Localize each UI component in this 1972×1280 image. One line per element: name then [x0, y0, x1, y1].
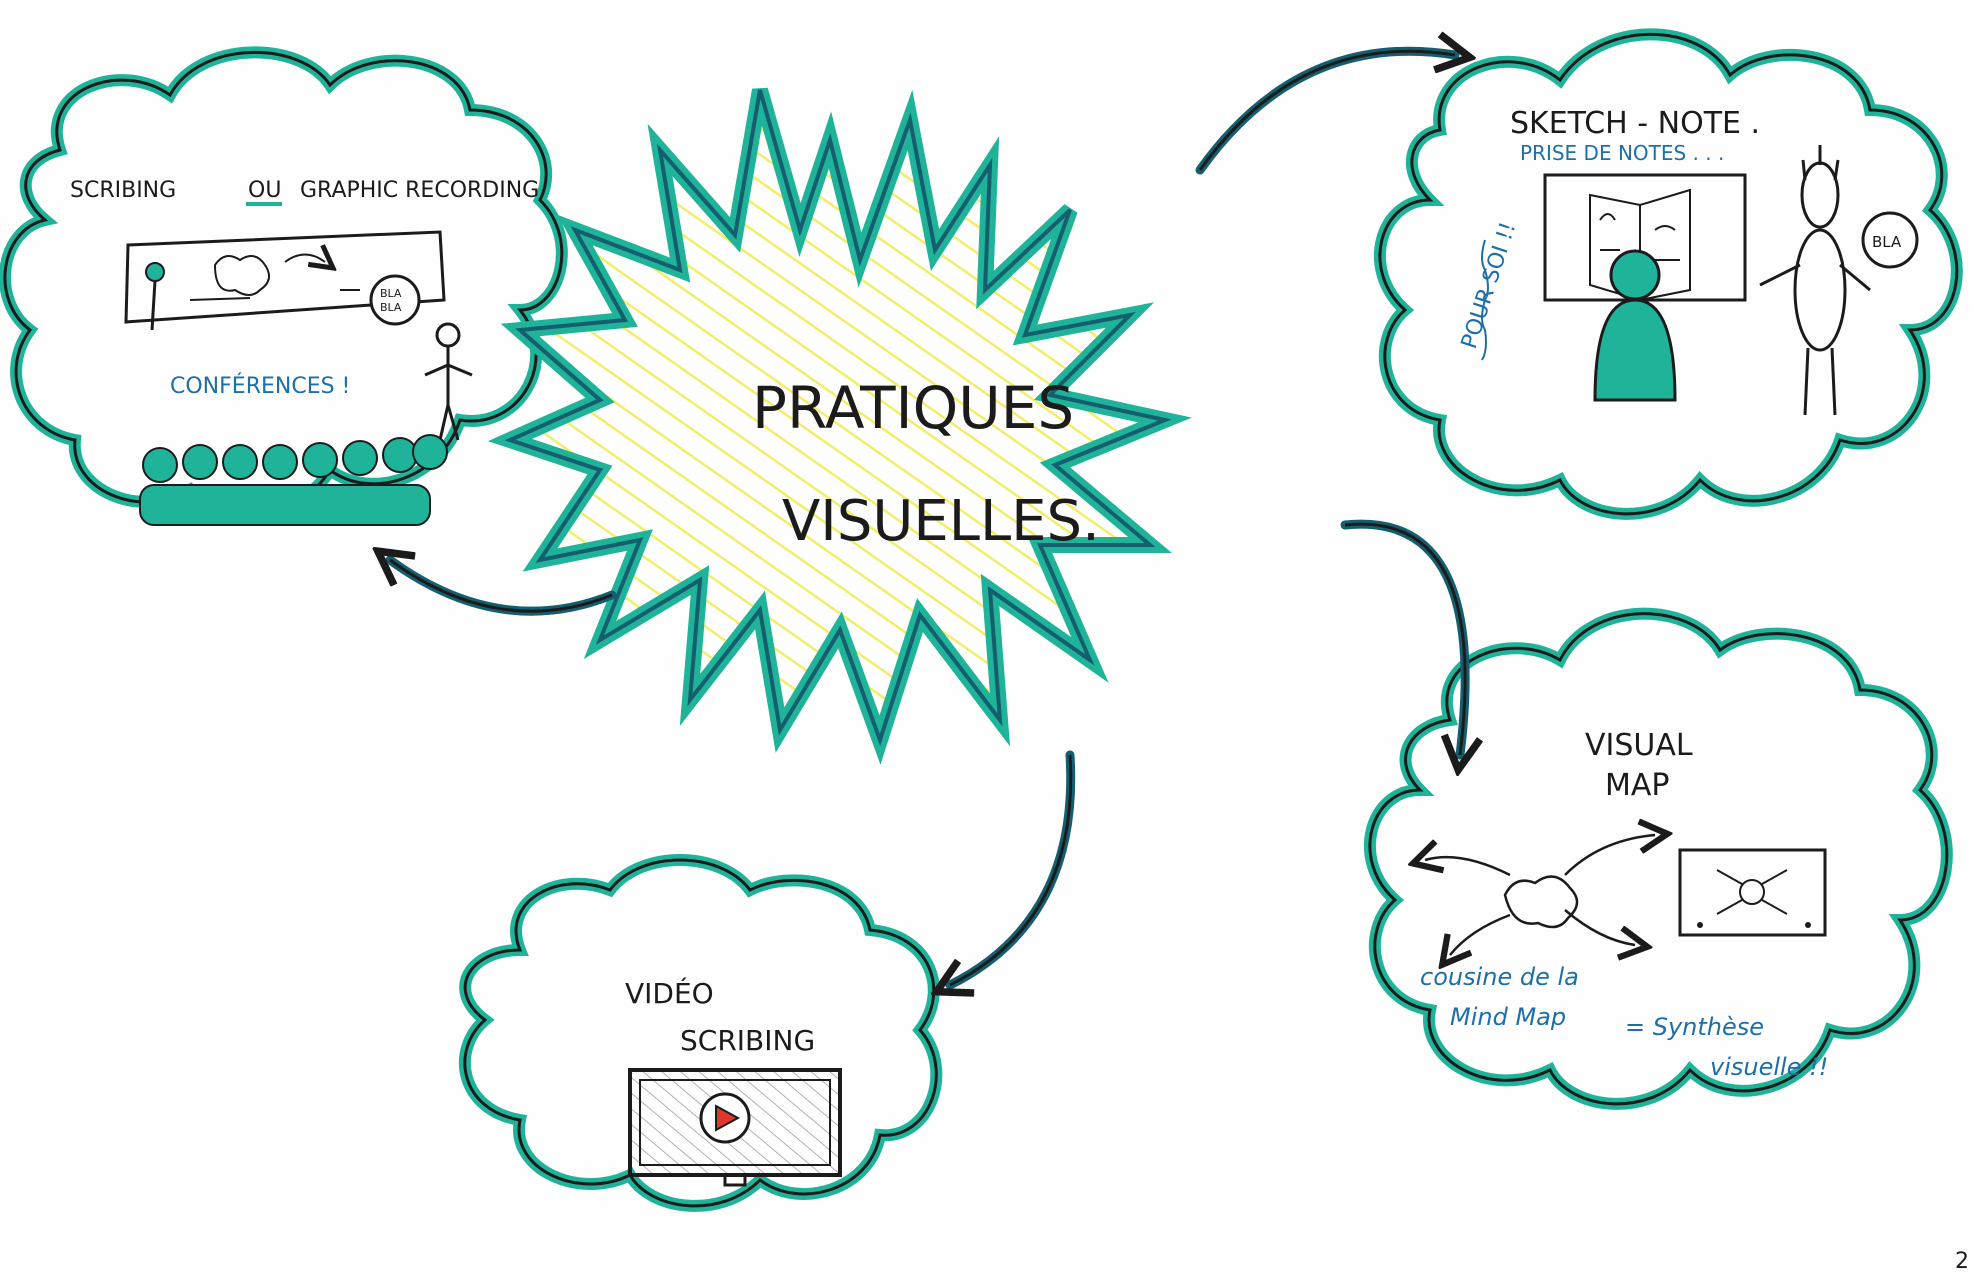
- cloud-visualmap: VISUAL MAP cousine de la Mind Map = Synt…: [1364, 607, 1953, 1110]
- center-burst: PRATIQUES VISUELLES.: [487, 87, 1192, 765]
- video-title-2: SCRIBING: [680, 1024, 815, 1057]
- cloud-video: VIDÉO SCRIBING: [458, 854, 943, 1212]
- speech-bubble: BLA BLA: [369, 274, 421, 326]
- arrow-to-visualmap: [1344, 522, 1465, 755]
- scribing-caption: CONFÉRENCES !: [170, 373, 350, 399]
- scribing-title-b: GRAPHIC RECORDING: [300, 178, 539, 203]
- svg-text:BLA: BLA: [380, 287, 402, 300]
- whiteboard-icon: [124, 230, 446, 331]
- mindmap-icon: [1425, 835, 1655, 955]
- sketchnote-title: SKETCH - NOTE .: [1510, 106, 1760, 141]
- visualmap-note-3: = Synthèse: [1625, 1013, 1764, 1041]
- visualmap-title-1: VISUAL: [1585, 728, 1693, 763]
- map-board-icon: [1678, 848, 1827, 937]
- visualmap-note-4: visuelle !!: [1710, 1053, 1828, 1081]
- page-number: 2: [1955, 1249, 1969, 1274]
- arrow-to-sketchnote: [1198, 51, 1455, 171]
- connector-arrows: [390, 51, 1465, 985]
- visualmap-note-1: cousine de la: [1420, 963, 1579, 991]
- svg-text:BLA: BLA: [380, 301, 402, 314]
- cloud-scribing: SCRIBING OU GRAPHIC RECORDING BLA BLA: [0, 46, 568, 526]
- sketchnote-subtitle: PRISE DE NOTES . . .: [1520, 141, 1724, 165]
- audience-icon: [139, 434, 448, 526]
- arrow-to-video: [950, 754, 1073, 985]
- cloud-sketchnote: SKETCH - NOTE . PRISE DE NOTES . . . POU…: [1374, 28, 1963, 520]
- visualmap-title-2: MAP: [1605, 768, 1670, 803]
- talking-figure: [1759, 145, 1871, 416]
- video-title-1: VIDÉO: [625, 976, 714, 1010]
- arrow-to-scribing: [390, 560, 613, 613]
- scribing-title-ou: OU: [248, 178, 281, 203]
- visualmap-note-2: Mind Map: [1450, 1003, 1566, 1031]
- scribing-title-a: SCRIBING: [70, 178, 176, 203]
- center-title-line2: VISUELLES.: [782, 489, 1100, 554]
- play-icon: [699, 1092, 751, 1144]
- speech-bubble: BLA: [1861, 211, 1919, 269]
- center-title-line1: PRATIQUES: [752, 374, 1074, 442]
- person-writing-icon: [1593, 249, 1677, 402]
- svg-text:BLA: BLA: [1872, 233, 1902, 251]
- speaker-figure: [424, 322, 473, 441]
